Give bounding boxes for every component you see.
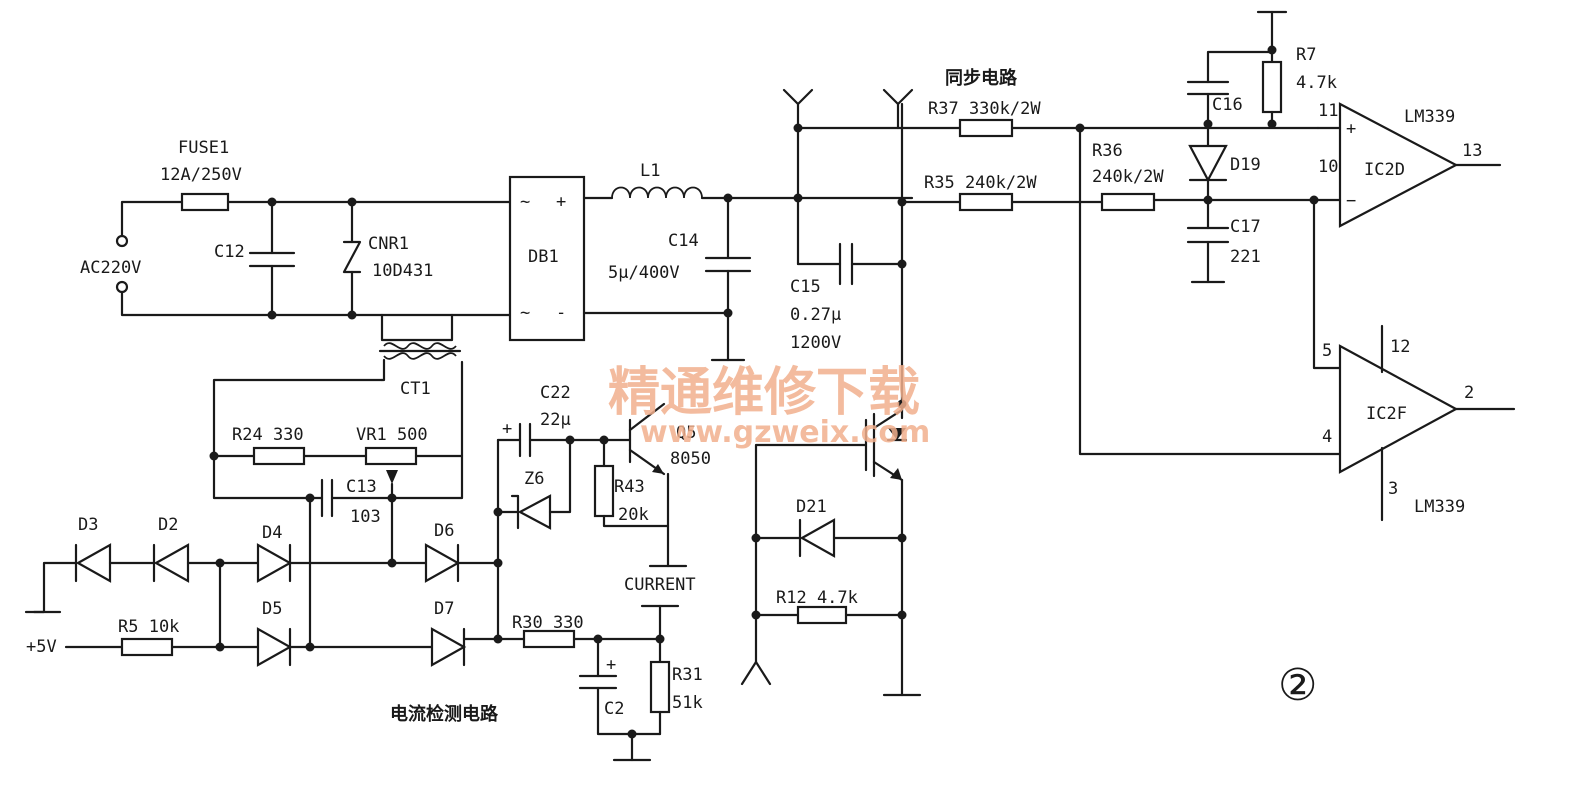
ic2d-pin13: 13	[1462, 141, 1482, 161]
db1-plus: +	[556, 192, 566, 212]
c15-value-label: 0.27μ	[790, 305, 841, 325]
db1-label: DB1	[528, 247, 559, 267]
ic2f-pin3: 3	[1388, 479, 1398, 499]
ac-terminal-top	[115, 234, 129, 248]
ic2f-pin5: 5	[1322, 341, 1332, 361]
c12-label: C12	[214, 242, 245, 262]
ct1-label: CT1	[400, 379, 431, 399]
fuse-rating-label: 12A/250V	[160, 165, 242, 185]
ct1-transformer: CT1	[212, 313, 464, 500]
ic2f-pin4: 4	[1322, 427, 1332, 447]
figure-number: ②	[1278, 660, 1317, 711]
ic2d-pin11: 11	[1318, 101, 1338, 121]
d3-label: D3	[78, 515, 98, 535]
z6-label: Z6	[524, 469, 544, 489]
db1-minus: -	[556, 303, 566, 323]
sync-circuit-label: 同步电路	[945, 67, 1018, 89]
ic2d-label: IC2D	[1364, 160, 1405, 180]
d6-label: D6	[434, 521, 454, 541]
d5-label: D5	[262, 599, 282, 619]
c17-value-label: 221	[1230, 247, 1261, 267]
ac-terminal-bottom	[115, 280, 129, 294]
r43-value-label: 20k	[618, 505, 649, 525]
c15-label: C15	[790, 277, 821, 297]
lm339-top-label: LM339	[1404, 107, 1455, 127]
r43-label: R43	[614, 477, 645, 497]
r5-label: R5 10k	[118, 617, 179, 637]
ac-input-label: AC220V	[80, 258, 141, 278]
r7-label: R7	[1296, 45, 1316, 65]
r36-label: R36	[1092, 141, 1123, 161]
d7-label: D7	[434, 599, 454, 619]
r35-label: R35 240k/2W	[924, 173, 1037, 193]
c22-plus: +	[502, 419, 512, 439]
fuse1-body	[180, 192, 230, 212]
r31-value-label: 51k	[672, 693, 703, 713]
ic2f-comparator: IC2F 5 4 12 3 2 LM339	[1312, 198, 1516, 522]
ac-input-section: FUSE1 12A/250V AC220V C12 CNR1 10D431	[80, 138, 512, 320]
cnr1-label: CNR1	[368, 234, 409, 254]
c14-value-label: 5μ/400V	[608, 263, 680, 283]
current-detect-label: 电流检测电路	[390, 703, 499, 725]
d21-label: D21	[796, 497, 827, 517]
db1-bridge-rectifier: ~ + DB1 ~ -	[508, 175, 586, 342]
igbt-section: D21 R12 4.7k	[740, 408, 922, 697]
q5-label: Q5	[676, 423, 696, 443]
db1-body	[508, 175, 586, 342]
lm339-bottom-label: LM339	[1414, 497, 1465, 517]
r37-label: R37 330k/2W	[928, 99, 1041, 119]
watermark-url: www.gzweix.com	[640, 415, 930, 450]
ic2f-pin12: 12	[1390, 337, 1410, 357]
l1-label: L1	[640, 161, 660, 181]
r24-label: R24 330	[232, 425, 304, 445]
r7-value-label: 4.7k	[1296, 73, 1337, 93]
d4-label: D4	[262, 523, 282, 543]
c17-label: C17	[1230, 217, 1261, 237]
current-label: CURRENT	[624, 575, 696, 595]
ic2f-pin2: 2	[1464, 383, 1474, 403]
c13-value-label: 103	[350, 507, 381, 527]
r31-label: R31	[672, 665, 703, 685]
plus5v-label: +5V	[26, 637, 57, 657]
ic2f-label: IC2F	[1366, 404, 1407, 424]
c2-plus: +	[606, 655, 616, 675]
vr1-label: VR1 500	[356, 425, 428, 445]
c13-label: C13	[346, 477, 377, 497]
r12-label: R12 4.7k	[776, 588, 858, 608]
ic2d-plus: +	[1346, 119, 1356, 139]
sync-circuit: 同步电路 R37 330k/2W R35 240k/2W R36 240k/2W…	[796, 10, 1342, 456]
r36-value-label: 240k/2W	[1092, 167, 1164, 187]
d2-label: D2	[158, 515, 178, 535]
ic2d-minus: −	[1346, 191, 1356, 211]
db1-ac-bottom: ~	[520, 303, 530, 323]
fuse-name-label: FUSE1	[178, 138, 229, 158]
c22-value-label: 22μ	[540, 410, 571, 430]
ic2d-comparator: + − IC2D 11 10 13 LM339	[1312, 101, 1502, 228]
cnr1-value-label: 10D431	[372, 261, 433, 281]
c22-label: C22	[540, 383, 571, 403]
c14-label: C14	[668, 231, 699, 251]
ic2d-pin10: 10	[1318, 157, 1338, 177]
db1-ac-top: ~	[520, 192, 530, 212]
current-detect-section: + + R24 330	[24, 383, 711, 762]
dc-bus-filter: L1 C14 5μ/400V C15 0.27μ 1200V	[582, 88, 914, 420]
d19-label: D19	[1230, 155, 1261, 175]
r30-label: R30 330	[512, 613, 584, 633]
c16-label: C16	[1212, 95, 1243, 115]
c2-label: C2	[604, 699, 624, 719]
watermark-cn: 精通维修下载	[608, 362, 920, 423]
q5-type-label: 8050	[670, 449, 711, 469]
c15-voltage-label: 1200V	[790, 333, 841, 353]
watermark: 精通维修下载 www.gzweix.com	[608, 362, 930, 450]
